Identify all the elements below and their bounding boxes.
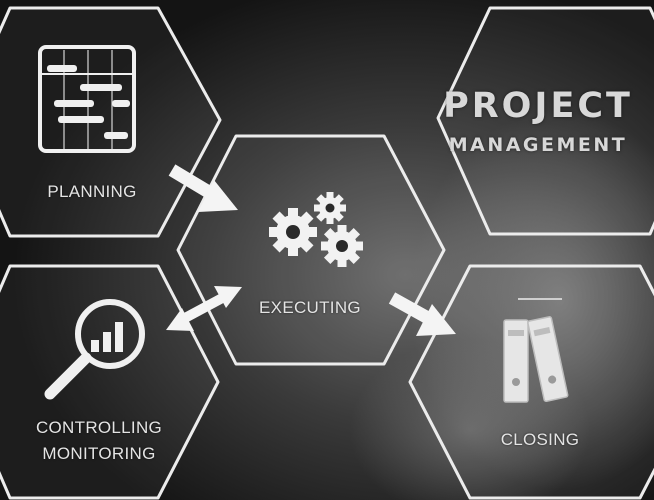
project-management-hexagon bbox=[436, 6, 654, 236]
binders-icon bbox=[503, 298, 569, 403]
controlling-label: CONTROLLING bbox=[35, 418, 163, 437]
closing-label: CLOSING bbox=[500, 430, 580, 449]
title-line-1: PROJECT bbox=[443, 86, 633, 126]
planning-label: PLANNING bbox=[47, 182, 137, 201]
closing-hexagon bbox=[408, 264, 654, 500]
arrow-executing-to-closing bbox=[388, 292, 456, 336]
gantt-chart-icon bbox=[38, 45, 136, 153]
arrow-executing-controlling bbox=[166, 286, 242, 331]
executing-label: EXECUTING bbox=[259, 298, 361, 317]
controlling-hexagon bbox=[0, 264, 220, 500]
gears-icon bbox=[269, 192, 363, 267]
magnifier-bar-chart-icon bbox=[44, 299, 145, 400]
monitoring-label: MONITORING bbox=[42, 444, 156, 463]
arrow-planning-to-executing bbox=[168, 164, 238, 212]
executing-hexagon bbox=[176, 134, 446, 366]
title-line-2: MANAGEMENT bbox=[448, 134, 628, 156]
